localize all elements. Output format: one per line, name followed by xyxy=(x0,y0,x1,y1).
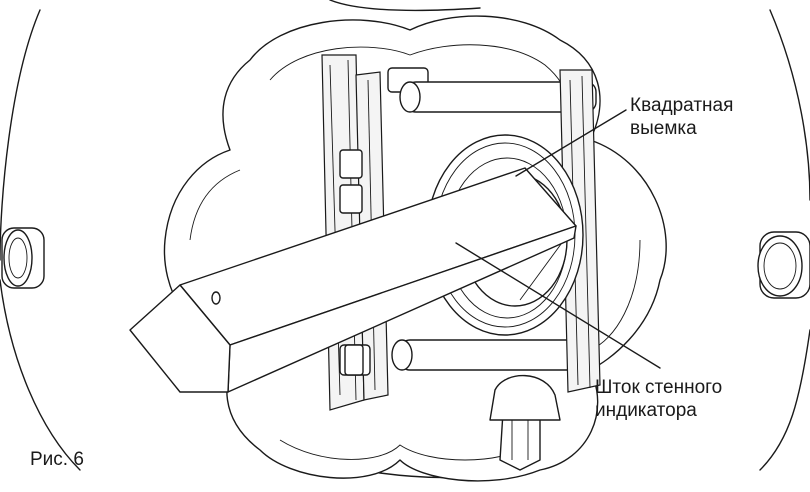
label-wall-indicator-rod-line1: Шток стенного xyxy=(595,377,723,398)
label-square-notch: Квадратная выемка xyxy=(630,94,733,140)
notch-leader-line xyxy=(515,109,627,177)
left-side-knob xyxy=(1,227,45,289)
label-wall-indicator-rod: Шток стенного индикатора xyxy=(595,376,722,422)
right-side-knob xyxy=(757,231,810,299)
label-wall-indicator-rod-line2: индикатора xyxy=(595,400,697,421)
wall-indicator-rod xyxy=(129,167,577,393)
rod-leader-line xyxy=(455,242,661,369)
top-pin xyxy=(387,67,597,113)
clover-inner-edge xyxy=(189,44,641,461)
left-bracket-details xyxy=(339,149,364,376)
label-square-notch-line2: выемка xyxy=(630,118,697,139)
lower-linkage xyxy=(489,374,561,471)
label-square-notch-line1: Квадратная xyxy=(630,95,734,116)
figure-caption: Рис. 6 xyxy=(30,449,84,470)
outer-housing-arc xyxy=(0,9,81,471)
